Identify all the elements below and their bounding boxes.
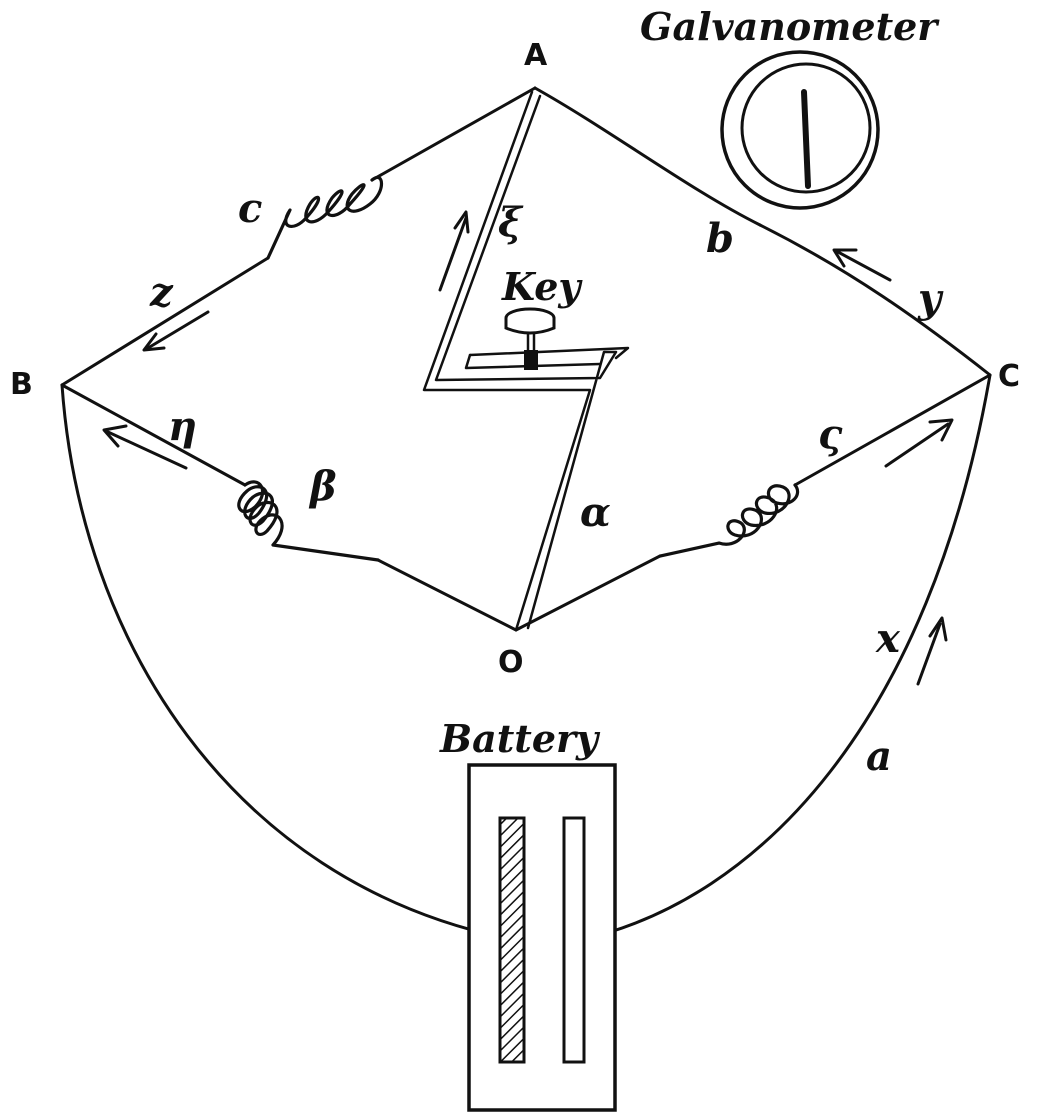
- battery-plate-positive: [562, 816, 586, 1064]
- arm-c-o: [514, 373, 992, 632]
- arrow-x: [916, 616, 948, 686]
- key[interactable]: [504, 307, 556, 370]
- label-xi: ξ: [498, 199, 524, 246]
- label-eta: η: [168, 403, 197, 450]
- label-z: z: [149, 269, 174, 316]
- label-y: y: [917, 275, 944, 322]
- galvanometer-title: Galvanometer: [640, 4, 940, 49]
- node-o: O: [498, 645, 524, 680]
- node-b: B: [10, 367, 33, 402]
- coil-c: [266, 176, 384, 260]
- arm-a-b: [60, 86, 537, 387]
- arrow-gamma: [884, 418, 954, 468]
- arm-b-o: [60, 383, 518, 632]
- key-title: Key: [501, 264, 583, 309]
- label-beta: β: [308, 463, 337, 510]
- label-alpha: α: [580, 489, 611, 536]
- galvanometer: [720, 50, 880, 210]
- label-gamma: ς: [818, 411, 843, 458]
- label-b: b: [706, 215, 734, 262]
- battery-title: Battery: [439, 716, 601, 761]
- arrow-xi: [438, 210, 470, 292]
- arm-a-c: [533, 86, 992, 377]
- label-a: a: [866, 733, 892, 780]
- coil-beta: [237, 480, 380, 562]
- battery-circuit: [60, 373, 992, 942]
- bridge-conductor-a-o: [422, 90, 630, 632]
- node-a: A: [524, 38, 548, 73]
- galvanometer-needle: [801, 89, 811, 189]
- battery: [467, 763, 617, 1112]
- label-x: x: [875, 615, 901, 662]
- coil-gamma: [658, 483, 800, 558]
- battery-plate-negative: [498, 816, 526, 1064]
- node-c: C: [998, 359, 1020, 394]
- arrow-y: [832, 248, 892, 282]
- arrow-z: [142, 310, 210, 352]
- arrow-eta: [102, 424, 188, 470]
- current-arrows: [102, 210, 954, 686]
- label-c: c: [238, 185, 262, 232]
